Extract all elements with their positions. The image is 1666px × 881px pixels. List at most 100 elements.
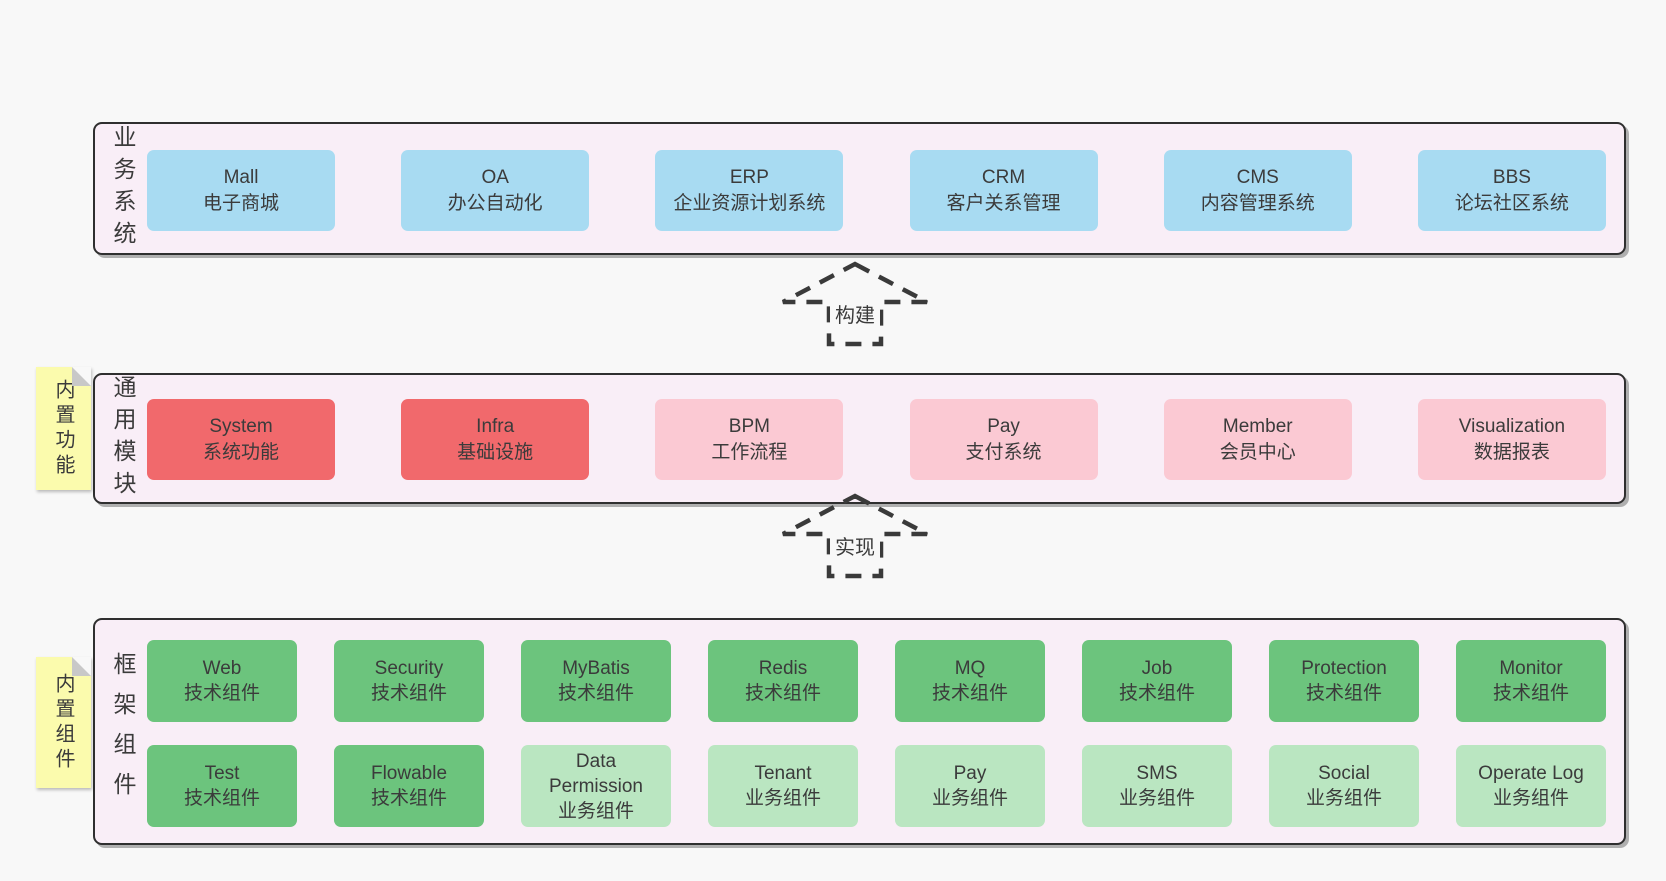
box-test: Test 技术组件 [147,745,297,827]
box-subtitle: 电子商城 [202,192,279,214]
sticky-note-builtin-features: 内置功能 [36,367,91,490]
common-modules-row: System 系统功能 Infra 基础设施 BPM 工作流程 Pay 支付系统… [147,399,1606,480]
band-framework-components: 框架组件 Web 技术组件 Security 技术组件 MyBatis 技术组件… [93,618,1626,845]
box-system: System 系统功能 [147,399,335,480]
box-title: Visualization [1458,415,1566,437]
box-title: Member [1222,415,1293,437]
box-web: Web 技术组件 [147,640,297,722]
box-protection: Protection 技术组件 [1269,640,1419,722]
arrow-build-outline [781,261,929,347]
arrow-implement-label: 实现 [835,536,875,559]
box-monitor: Monitor 技术组件 [1456,640,1606,722]
box-crm: CRM 客户关系管理 [909,150,1098,231]
box-title: Infra [476,415,515,437]
framework-components-row-2: Test 技术组件 Flowable 技术组件 Data Permission … [147,745,1606,827]
box-sms: SMS 业务组件 [1082,745,1232,827]
box-job: Job 技术组件 [1082,640,1232,722]
box-title: BPM [728,415,770,437]
box-subtitle: 基础设施 [457,441,534,463]
box-title: Web [202,658,242,679]
box-title: Monitor [1499,658,1563,679]
box-data-permission: Data Permission 业务组件 [521,745,671,827]
box-visualization: Visualization 数据报表 [1417,399,1606,480]
box-title: OA [481,166,509,188]
box-title: System [209,415,273,437]
box-subtitle: 业务组件 [1118,788,1195,809]
box-mybatis: MyBatis 技术组件 [521,640,671,722]
box-operate-log: Operate Log 业务组件 [1456,745,1606,827]
box-subtitle: 技术组件 [183,683,260,704]
box-subtitle: 会员中心 [1219,441,1296,463]
box-subtitle: 技术组件 [1118,683,1195,704]
box-oa: OA 办公自动化 [401,150,590,231]
box-title: Job [1141,658,1173,679]
box-mall: Mall 电子商城 [147,150,335,231]
box-redis: Redis 技术组件 [708,640,858,722]
band-business-systems: 业务系统 Mall 电子商城 OA 办公自动化 ERP 企业资源计划系统 CRM… [93,122,1626,255]
box-mq: MQ 技术组件 [895,640,1045,722]
sticky-note-label: 内置组件 [52,672,74,773]
box-subtitle: 客户关系管理 [946,192,1061,214]
box-title: Operate Log [1478,763,1584,784]
box-title: SMS [1136,763,1178,784]
arrow-label-bg [830,298,880,330]
box-subtitle: 技术组件 [557,683,634,704]
box-subtitle: 数据报表 [1473,441,1550,463]
box-tenant: Tenant 业务组件 [708,745,858,827]
band-label-common-modules: 通用模块 [110,374,136,503]
band-label-business-systems: 业务系统 [110,124,136,253]
box-member: Member 会员中心 [1163,399,1352,480]
box-title: BBS [1492,166,1531,188]
box-flowable: Flowable 技术组件 [334,745,484,827]
box-title: CMS [1236,166,1279,188]
box-subtitle: 技术组件 [1492,683,1569,704]
box-title: ERP [729,166,769,188]
band-label-framework-components: 框架组件 [110,651,136,812]
business-systems-row: Mall 电子商城 OA 办公自动化 ERP 企业资源计划系统 CRM 客户关系… [147,150,1606,231]
box-title: Mall [223,166,259,188]
arrow-label-bg [830,530,880,562]
box-cms: CMS 内容管理系统 [1163,150,1352,231]
box-erp: ERP 企业资源计划系统 [655,150,844,231]
box-subtitle: 业务组件 [1305,788,1382,809]
sticky-note-label: 内置功能 [52,378,74,479]
arrow-build-label: 构建 [835,304,875,327]
box-subtitle: 办公自动化 [447,192,543,214]
box-subtitle: 企业资源计划系统 [673,192,826,214]
box-subtitle: 技术组件 [1305,683,1382,704]
box-subtitle: 技术组件 [931,683,1008,704]
framework-components-row-1: Web 技术组件 Security 技术组件 MyBatis 技术组件 Redi… [147,640,1606,722]
box-subtitle: 业务组件 [931,788,1008,809]
box-subtitle: 业务组件 [557,800,634,822]
box-bpm: BPM 工作流程 [655,399,844,480]
box-pay-component: Pay 业务组件 [895,745,1045,827]
box-subtitle: 技术组件 [744,683,821,704]
sticky-note-builtin-components: 内置组件 [36,657,91,788]
box-security: Security 技术组件 [334,640,484,722]
box-title: MQ [954,658,986,679]
box-social: Social 业务组件 [1269,745,1419,827]
box-subtitle: 内容管理系统 [1200,192,1315,214]
arrow-implement-outline [781,493,929,579]
box-pay-system: Pay 支付系统 [909,399,1098,480]
box-title: MyBatis [562,658,630,679]
box-title: Security [374,658,444,679]
box-bbs: BBS 论坛社区系统 [1417,150,1606,231]
box-subtitle: 技术组件 [370,683,447,704]
box-subtitle: 支付系统 [965,441,1042,463]
box-title: Tenant [754,763,812,784]
box-title: Test [204,763,240,784]
box-infra: Infra 基础设施 [401,399,590,480]
arrow-build: 构建 [781,261,929,347]
box-title: CRM [981,166,1026,188]
box-title: Flowable [370,763,448,784]
box-subtitle: 系统功能 [202,441,279,463]
box-subtitle: 技术组件 [370,788,447,809]
box-title: Social [1318,763,1370,784]
box-title: Data Permission [549,750,643,797]
box-subtitle: 论坛社区系统 [1454,192,1569,214]
box-title: Redis [758,658,808,679]
box-title: Pay [987,415,1020,437]
box-subtitle: 业务组件 [744,788,821,809]
